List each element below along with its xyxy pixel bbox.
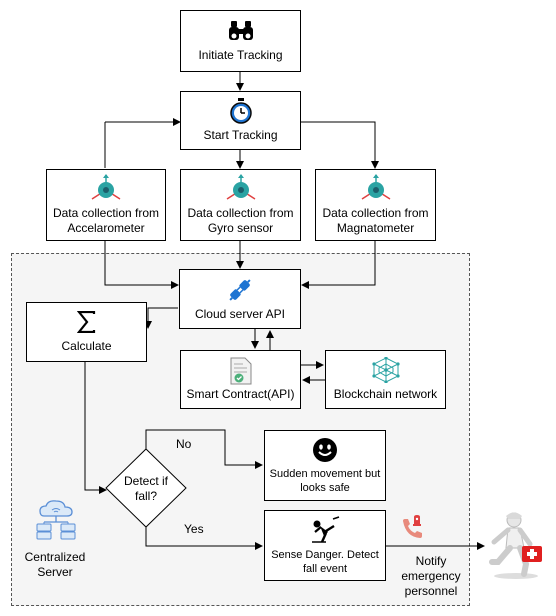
certificate-icon [230,357,251,385]
decision-diamond [105,448,187,528]
emergency-phone-icon-wrap [400,515,426,541]
start-tracking-label: Start Tracking [203,128,278,142]
emergency-phone-icon [403,515,422,538]
accelerometer-label: Data collection from Accelarometer [52,206,160,235]
safe-movement-label: Sudden movement but looks safe [269,467,381,494]
edge-branch-magneto [300,121,379,169]
paramedic-icon-wrap [484,510,544,580]
edge-decision-safe [145,429,263,469]
cloud-server-icon-wrap [34,498,78,542]
start-tracking-node: Start Tracking [180,91,301,150]
gyro-sensor-node: Data collection from Gyro sensor [180,169,301,241]
edge-decision-danger [145,527,263,550]
edge-accel-cloud [104,241,179,289]
safe-movement-node: Sudden movement but looks safe [264,430,386,501]
paramedic-icon [489,512,542,579]
sigma-icon [76,310,95,333]
magnetometer-node: Data collection from Magnatometer [315,169,436,241]
centralized-server-label: Centralized Server [24,550,86,579]
axis-sensor-icon [361,174,390,200]
binoculars-icon [228,20,253,40]
sense-danger-label: Sense Danger. Detect fall event [271,548,379,575]
gyro-sensor-label: Data collection from Gyro sensor [187,206,294,235]
blockchain-network-icon [371,357,400,383]
notify-emergency-label: Notify emergency personnel [401,554,461,598]
initiate-tracking-label: Initiate Tracking [198,47,283,62]
cloud-server-api-node: Cloud server API [179,269,301,329]
plug-icon [229,278,251,301]
blockchain-network-label: Blockchain network [333,387,438,401]
smart-contract-node: Smart Contract(API) [180,350,301,409]
cloud-server-icon [36,500,76,540]
smart-contract-label: Smart Contract(API) [186,387,295,401]
edge-calculate-decision [84,362,107,494]
initiate-tracking-node: Initiate Tracking [180,10,301,72]
calculate-node: Calculate [26,302,147,362]
falling-person-icon [312,515,340,543]
axis-sensor-icon [91,174,121,200]
edge-branch-accel [104,122,180,168]
sense-danger-node: Sense Danger. Detect fall event [264,510,386,581]
edge-magneto-cloud [301,241,376,289]
axis-sensor-icon [226,174,255,200]
edge-label-no: No [176,437,192,451]
smiley-icon [313,437,337,462]
edge-cloud-calculate [144,307,178,329]
blockchain-network-node: Blockchain network [325,350,446,409]
magnetometer-label: Data collection from Magnatometer [322,206,429,235]
accelerometer-node: Data collection from Accelarometer [46,169,166,241]
stopwatch-icon [229,98,252,124]
decision-label: Detect if fall? [123,474,168,503]
edge-label-yes: Yes [184,522,204,536]
calculate-label: Calculate [61,338,112,353]
cloud-server-api-label: Cloud server API [194,306,286,321]
